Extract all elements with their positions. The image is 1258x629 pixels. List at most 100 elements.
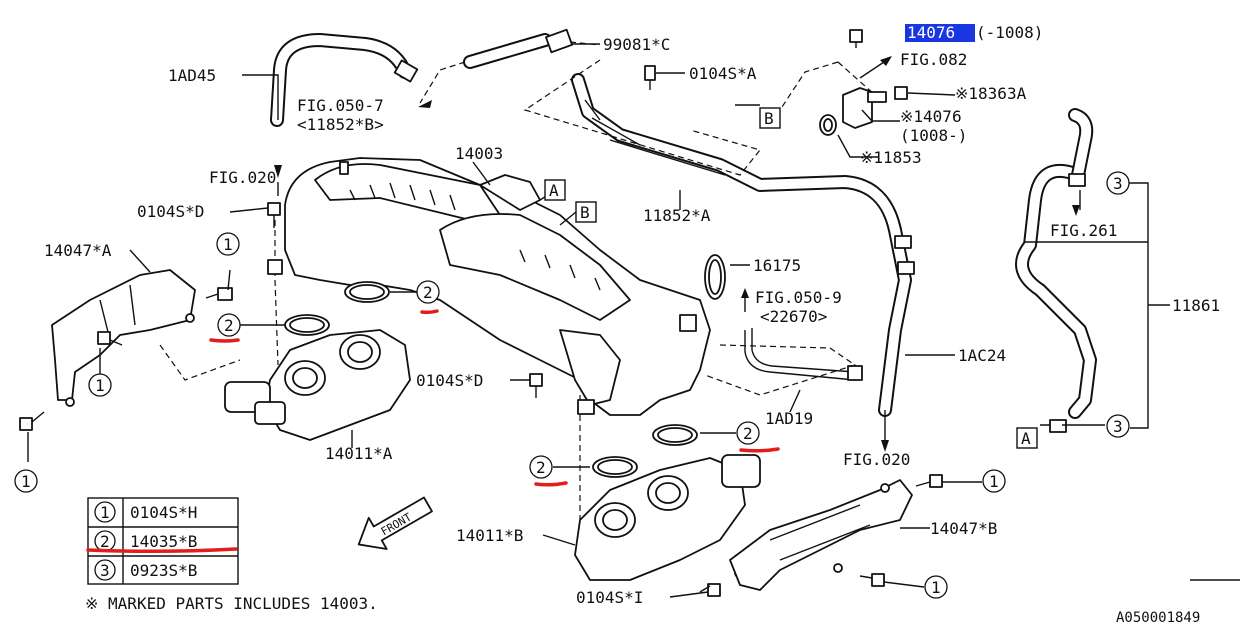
legend-row: 1 0104S*H <box>94 501 197 523</box>
legend-num: 1 <box>100 503 110 522</box>
callout-1: 1 <box>88 373 112 397</box>
label-0104sd-mid: 0104S*D <box>416 371 483 390</box>
hose-11861 <box>1015 108 1097 433</box>
label-14003: 14003 <box>455 144 503 163</box>
svg-text:B: B <box>580 203 590 222</box>
svg-text:A: A <box>549 181 559 200</box>
callout-1: 1 <box>924 575 948 599</box>
label-11852a: 11852*A <box>643 206 711 225</box>
callout-3: 3 <box>1106 171 1130 195</box>
bolt-icon <box>699 583 721 597</box>
svg-text:2: 2 <box>423 283 433 302</box>
label-fig-020-top: FIG.020 <box>209 168 276 187</box>
svg-text:2: 2 <box>224 316 234 335</box>
intake-manifold-14003 <box>267 157 711 416</box>
svg-text:1: 1 <box>223 235 233 254</box>
label-11853: ※11853 <box>860 148 922 167</box>
bolt-icon <box>849 29 863 48</box>
bolt-icon <box>859 573 885 587</box>
svg-text:1: 1 <box>21 472 31 491</box>
note-marked-parts: ※ MARKED PARTS INCLUDES 14003. <box>85 594 378 613</box>
callout-1: 1 <box>216 232 240 256</box>
label-14076-b-range: (1008-) <box>900 126 967 145</box>
label-fig-050-7: FIG.050-7 <box>297 96 384 115</box>
bolt-icon <box>97 331 123 346</box>
svg-text:2: 2 <box>743 424 753 443</box>
legend-row: 3 0923S*B <box>94 559 197 581</box>
bolt-icon <box>205 287 233 301</box>
bracket-14047b <box>729 479 913 591</box>
label-14047a: 14047*A <box>44 241 112 260</box>
svg-text:1: 1 <box>931 578 941 597</box>
legend-num: 3 <box>100 561 110 580</box>
box-label-b-top: B <box>575 201 597 223</box>
diagram-id: A050001849 <box>1116 610 1200 626</box>
label-fig-261: FIG.261 <box>1050 221 1117 240</box>
front-arrow-icon: FRONT <box>357 496 433 550</box>
label-14076-range: (-1008) <box>976 23 1043 42</box>
svg-text:1: 1 <box>989 472 999 491</box>
label-fig-050-9-sub: <22670> <box>760 307 827 326</box>
leader-lines <box>27 43 1240 598</box>
bolt-icon <box>644 65 656 90</box>
label-fig-050-7-sub: <11852*B> <box>297 115 384 134</box>
pipe-1ad19 <box>744 328 863 381</box>
label-0104si: 0104S*I <box>576 588 643 607</box>
reference-arrows <box>274 56 1080 452</box>
label-fig-050-9: FIG.050-9 <box>755 288 842 307</box>
box-label-a-top: A <box>544 179 566 201</box>
svg-text:2: 2 <box>536 458 546 477</box>
throttle-body-14011a <box>224 329 411 441</box>
callout-2: 2 <box>416 280 440 304</box>
label-14076-b: ※14076 <box>900 107 962 126</box>
label-16175: 16175 <box>753 256 801 275</box>
svg-text:B: B <box>764 109 774 128</box>
legend-part: 0923S*B <box>130 561 197 580</box>
svg-text:3: 3 <box>1113 174 1123 193</box>
bolt-icon <box>894 86 908 100</box>
bolts <box>19 29 943 597</box>
label-1ac24: 1AC24 <box>958 346 1006 365</box>
svg-text:1: 1 <box>95 376 105 395</box>
callout-2: 2 <box>217 313 241 337</box>
callout-3: 3 <box>1106 414 1130 438</box>
pipe-11852a <box>571 73 915 417</box>
legend-table: 1 0104S*H 2 14035*B 3 0923S*B <box>87 497 239 585</box>
bolt-icon <box>529 373 543 398</box>
label-fig-082: FIG.082 <box>900 50 967 69</box>
label-11861: 11861 <box>1172 296 1220 315</box>
bracket-14047a <box>51 269 196 407</box>
callout-1: 1 <box>14 469 38 493</box>
label-18363a: ※18363A <box>955 84 1027 103</box>
callout-2: 2 <box>529 455 553 479</box>
label-0104sa: 0104S*A <box>689 64 757 83</box>
valve-14076 <box>819 87 887 136</box>
red-annotation-marks <box>86 309 780 554</box>
label-14011b: 14011*B <box>456 526 523 545</box>
legend-row: 2 14035*B <box>94 530 197 552</box>
legend-num: 2 <box>100 532 110 551</box>
hose-1ad45 <box>270 33 419 127</box>
label-14076-highlighted[interactable]: 14076 <box>907 23 955 42</box>
label-fig-020-right: FIG.020 <box>843 450 910 469</box>
label-14047b: 14047*B <box>930 519 997 538</box>
label-0104sd-top: 0104S*D <box>137 202 204 221</box>
svg-text:3: 3 <box>1113 417 1123 436</box>
svg-text:A: A <box>1021 429 1031 448</box>
hose-99081c <box>463 28 573 69</box>
label-99081c: 99081*C <box>603 35 670 54</box>
callout-2: 2 <box>736 421 760 445</box>
legend-part: 0104S*H <box>130 503 197 522</box>
box-label-a-right: A <box>1016 427 1038 449</box>
legend-part: 14035*B <box>130 532 197 551</box>
box-label-b-right: B <box>759 107 781 129</box>
gaskets <box>284 254 726 478</box>
bolt-icon <box>19 411 45 431</box>
label-1ad19: 1AD19 <box>765 409 813 428</box>
bolt-icon <box>267 202 281 228</box>
label-14011a: 14011*A <box>325 444 393 463</box>
callout-1: 1 <box>982 469 1006 493</box>
bolt-icon <box>915 474 943 488</box>
label-1ad45: 1AD45 <box>168 66 216 85</box>
